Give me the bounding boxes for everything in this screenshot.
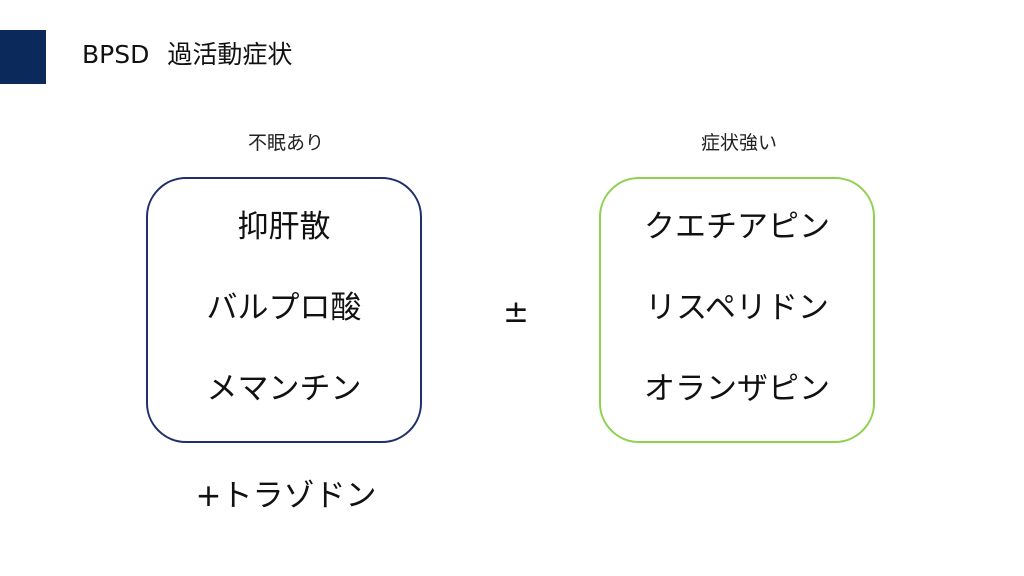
slide-title: BPSD 過活動症状: [82, 38, 292, 72]
drug-item: リスペリドン: [645, 290, 829, 326]
right-group-heading: 症状強い: [700, 132, 777, 154]
slide-title-label: BPSD: [82, 40, 150, 69]
right-drug-box: クエチアピン リスペリドン オランザピン: [599, 177, 875, 443]
slide-title-text: 過活動症状: [167, 40, 293, 69]
drug-item: クエチアピン: [644, 209, 830, 245]
drug-item: バルプロ酸: [206, 290, 362, 326]
drug-item: 抑肝散: [237, 209, 331, 245]
left-drug-box: 抑肝散 バルプロ酸 メマンチン: [146, 177, 422, 443]
drug-item: オランザピン: [644, 371, 830, 407]
title-accent-block: [0, 30, 46, 84]
addon-drug: +トラゾドン: [195, 478, 377, 514]
drug-item: メマンチン: [206, 371, 362, 407]
plus-minus-connector: ±: [503, 294, 529, 330]
left-group-heading: 不眠あり: [247, 132, 324, 154]
